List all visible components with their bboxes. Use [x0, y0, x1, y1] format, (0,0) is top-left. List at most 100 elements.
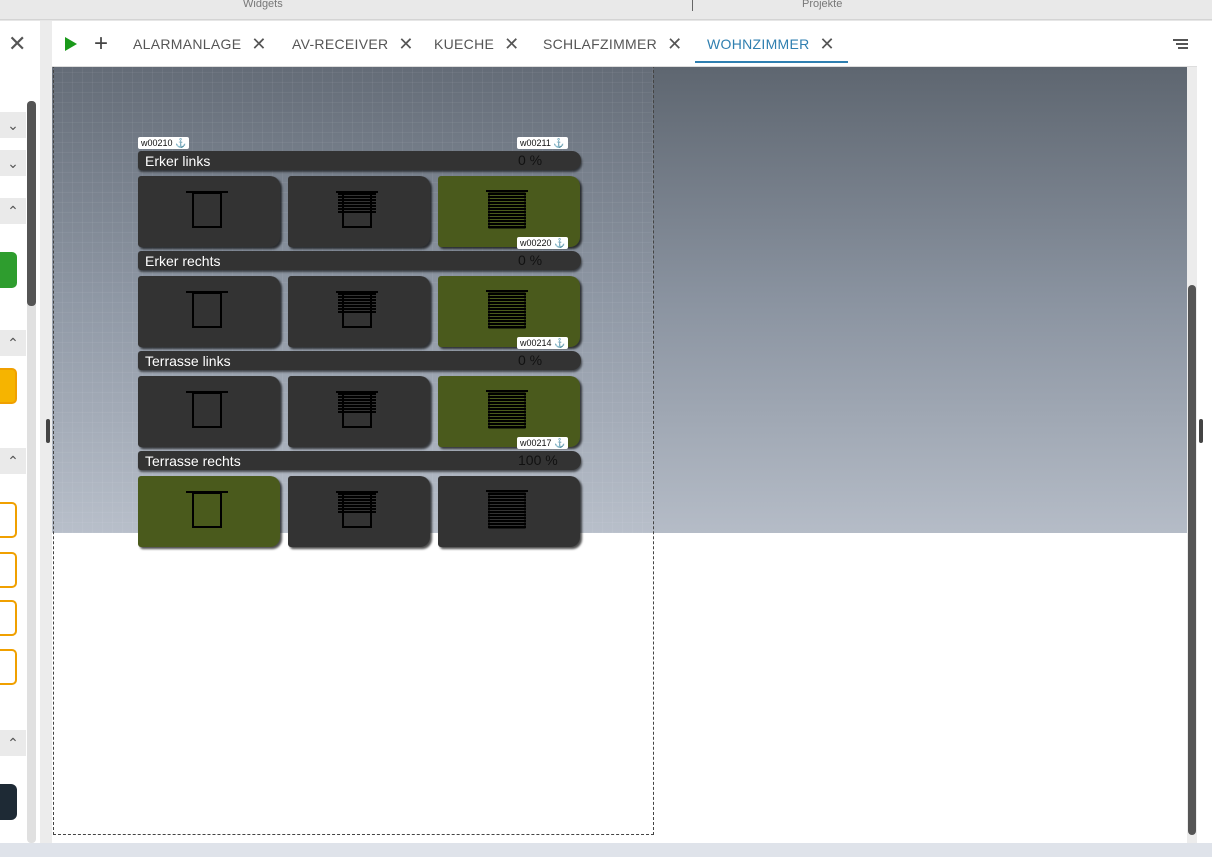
widget-id-label[interactable]: w00220 ⚓: [517, 237, 569, 249]
palette-widget-tile[interactable]: [0, 252, 17, 288]
chevron-up-icon: ⌃: [7, 453, 19, 469]
tab-label: ALARMANLAGE: [133, 36, 242, 52]
blind-status-bar[interactable]: Terrasse rechts 100 %: [138, 451, 581, 470]
window-open-icon: [186, 491, 228, 528]
splitter-grip[interactable]: [1199, 419, 1203, 443]
tab-label: AV-RECEIVER: [292, 36, 389, 52]
blind-closed-icon: [486, 390, 528, 429]
active-tab-indicator: [695, 61, 848, 63]
pane-divider[interactable]: [692, 0, 693, 11]
widget-id-label[interactable]: w00217 ⚓: [517, 437, 569, 449]
tab-label: WOHNZIMMER: [707, 36, 810, 52]
window-open-icon: [186, 391, 228, 428]
chevron-down-icon: ⌄: [7, 155, 19, 171]
palette-widget-tile[interactable]: [0, 502, 17, 538]
tab-label: SCHLAFZIMMER: [543, 36, 658, 52]
blind-shade-button[interactable]: [288, 376, 430, 447]
palette-group-toggle[interactable]: ⌃: [0, 448, 26, 474]
widget-id-label[interactable]: w00210 ⚓: [138, 137, 190, 149]
tab-alarmanlage[interactable]: ALARMANLAGE ✕: [133, 33, 267, 54]
projects-pane-label: Projekte: [802, 0, 843, 10]
blind-percent: 0 %: [518, 152, 543, 168]
canvas-scrollbar-thumb[interactable]: [1188, 285, 1196, 835]
blind-close-button[interactable]: [438, 376, 580, 447]
palette-group-toggle[interactable]: ⌄: [0, 150, 26, 176]
close-icon[interactable]: ✕: [398, 34, 414, 54]
blind-half-icon: [336, 391, 378, 428]
palette-widget-tile[interactable]: [0, 649, 17, 685]
blind-name: Erker links: [145, 153, 211, 169]
anchor-icon: ⚓: [553, 138, 565, 148]
plus-icon[interactable]: +: [94, 30, 109, 57]
close-icon[interactable]: ✕: [8, 31, 27, 56]
blind-percent: 100 %: [518, 452, 558, 468]
blind-closed-icon: [486, 190, 528, 229]
widget-palette: ✕ ⌄ ⌄ ⌃ ⌃ ⌃ ⌃: [0, 21, 40, 843]
blind-status-bar[interactable]: Erker rechts 0 %: [138, 251, 581, 270]
palette-widget-tile[interactable]: [0, 552, 17, 588]
close-icon[interactable]: ✕: [504, 34, 520, 54]
palette-group-toggle[interactable]: ⌃: [0, 198, 26, 224]
chevron-up-icon: ⌃: [7, 335, 19, 351]
blind-open-button[interactable]: [138, 376, 280, 447]
tab-wohnzimmer[interactable]: WOHNZIMMER ✕: [707, 33, 835, 54]
window-open-icon: [186, 291, 228, 328]
widget-id-label[interactable]: w00211 ⚓: [517, 137, 568, 149]
palette-group-toggle[interactable]: ⌃: [0, 330, 26, 356]
anchor-icon: ⚓: [175, 138, 187, 148]
blind-open-button[interactable]: [138, 476, 280, 547]
close-icon[interactable]: ✕: [819, 34, 835, 54]
splitter-grip[interactable]: [46, 419, 50, 443]
window-open-icon: [186, 191, 228, 228]
tab-label: KUECHE: [434, 36, 495, 52]
blind-name: Erker rechts: [145, 253, 221, 269]
left-splitter[interactable]: [40, 21, 52, 843]
blind-open-button[interactable]: [138, 276, 280, 347]
menu-icon[interactable]: [1173, 39, 1188, 51]
anchor-icon: ⚓: [554, 238, 566, 248]
widget-id-label[interactable]: w00214 ⚓: [517, 337, 569, 349]
blind-closed-icon: [486, 290, 528, 329]
tab-kueche[interactable]: KUECHE ✕: [434, 33, 520, 54]
canvas-scrollbar[interactable]: [1187, 67, 1197, 843]
tab-schlafzimmer[interactable]: SCHLAFZIMMER ✕: [543, 33, 682, 54]
right-splitter[interactable]: [1197, 21, 1212, 843]
palette-scrollbar[interactable]: [27, 101, 36, 843]
widgets-pane-label: Widgets: [243, 0, 283, 10]
blind-shade-button[interactable]: [288, 476, 430, 547]
top-pane-strip: Widgets Projekte: [0, 0, 1212, 20]
taskbar-strip: [0, 843, 1212, 857]
blind-half-icon: [336, 191, 378, 228]
blind-shade-button[interactable]: [288, 276, 430, 347]
editor-canvas[interactable]: w00210 ⚓ w00211 ⚓ Erker links 0 % w00220…: [52, 67, 1187, 843]
blind-close-button[interactable]: [438, 276, 580, 347]
blind-status-bar[interactable]: Erker links 0 %: [138, 151, 581, 170]
palette-widget-tile[interactable]: [0, 784, 17, 820]
palette-group-toggle[interactable]: ⌃: [0, 730, 26, 756]
tab-av-receiver[interactable]: AV-RECEIVER ✕: [292, 33, 414, 54]
blind-close-button[interactable]: [438, 476, 580, 547]
palette-scrollbar-thumb[interactable]: [27, 101, 36, 306]
blind-half-icon: [336, 291, 378, 328]
blind-closed-icon: [486, 490, 528, 529]
blind-status-bar[interactable]: Terrasse links 0 %: [138, 351, 581, 370]
anchor-icon: ⚓: [554, 338, 566, 348]
blind-name: Terrasse links: [145, 353, 231, 369]
blind-close-button[interactable]: [438, 176, 580, 247]
palette-widget-tile[interactable]: [0, 368, 17, 404]
view-tab-bar: + ALARMANLAGE ✕ AV-RECEIVER ✕ KUECHE ✕ SCHL…: [52, 21, 1197, 67]
chevron-up-icon: ⌃: [7, 203, 19, 219]
blind-shade-button[interactable]: [288, 176, 430, 247]
chevron-up-icon: ⌃: [7, 735, 19, 751]
play-icon[interactable]: [65, 37, 77, 51]
blind-percent: 0 %: [518, 252, 543, 268]
close-icon[interactable]: ✕: [667, 34, 683, 54]
blind-name: Terrasse rechts: [145, 453, 241, 469]
palette-widget-tile[interactable]: [0, 600, 17, 636]
blind-percent: 0 %: [518, 352, 543, 368]
anchor-icon: ⚓: [554, 438, 566, 448]
close-icon[interactable]: ✕: [251, 34, 267, 54]
blind-open-button[interactable]: [138, 176, 280, 247]
palette-group-toggle[interactable]: ⌄: [0, 112, 26, 138]
blind-half-icon: [336, 491, 378, 528]
